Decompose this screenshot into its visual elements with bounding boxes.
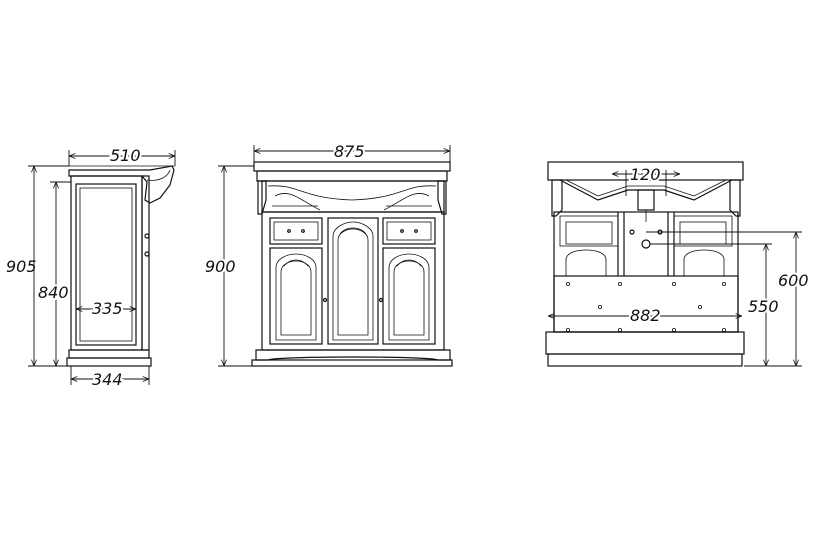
- dim-front-height: 900: [205, 257, 236, 276]
- dim-back-width: 882: [630, 306, 661, 325]
- dim-side-inner-width: 335: [92, 299, 123, 318]
- dim-side-body-height: 840: [38, 283, 69, 302]
- front-basin: [261, 180, 445, 213]
- side-view: 510 905 840 335 344: [6, 144, 176, 391]
- dim-side-top-width: 510: [110, 146, 141, 165]
- front-view: 875 900: [203, 140, 453, 367]
- side-worktop: [68, 165, 175, 204]
- front-drawer-right: [382, 217, 436, 245]
- side-panel-outer: [75, 183, 137, 346]
- dim-side-total-height: 905: [6, 257, 37, 276]
- dim-front-top-width: 875: [334, 142, 365, 161]
- dim-back-pipe-spacing: 120: [630, 165, 661, 184]
- front-corbel-left: [257, 180, 267, 215]
- dim-back-outlet-height-lower: 550: [748, 297, 779, 316]
- dim-back-outlet-height-upper: 600: [778, 271, 809, 290]
- front-door-left: [269, 247, 323, 345]
- side-knob: [144, 251, 150, 257]
- side-panel-inner: [79, 187, 133, 342]
- front-corbel-right: [437, 180, 447, 215]
- side-plinth-base: [66, 357, 152, 367]
- front-drawer-left: [269, 217, 323, 245]
- front-worktop-lip: [256, 170, 448, 182]
- back-worktop: [547, 161, 744, 181]
- front-door-right: [382, 247, 436, 345]
- side-basin-curve: [146, 169, 171, 181]
- back-outlet: [641, 239, 651, 249]
- dim-side-base-width: 344: [92, 370, 123, 389]
- side-knob: [144, 233, 150, 239]
- front-plinth: [255, 349, 451, 361]
- side-plinth: [68, 349, 150, 359]
- front-worktop: [253, 161, 451, 172]
- back-drain: [637, 189, 655, 211]
- front-door-center: [327, 217, 379, 345]
- back-plinth: [545, 331, 745, 355]
- side-cabinet-body: [70, 175, 143, 351]
- front-basin-curve: [267, 185, 437, 201]
- back-view: 120 882 600 550: [545, 161, 811, 367]
